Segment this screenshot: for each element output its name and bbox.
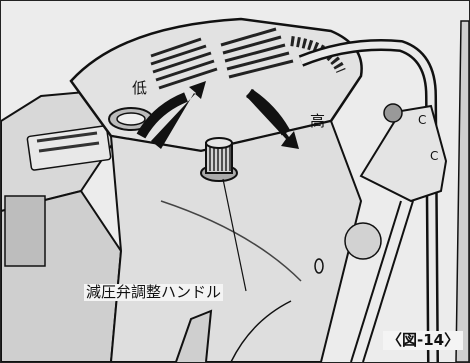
leader-line [222, 178, 247, 292]
bolt-hole [314, 258, 324, 274]
filler-cap-hole [116, 112, 146, 126]
cooling-vents [150, 27, 294, 90]
body-contour [160, 200, 302, 282]
cover-ribs [290, 36, 346, 74]
valve-handle-label: 減圧弁調整ハンドル [84, 283, 224, 301]
hose-lower [175, 309, 213, 362]
cable [230, 300, 292, 362]
knob-knurling [209, 145, 231, 171]
frame-right-edge [455, 20, 469, 362]
bracket-label-c: C [430, 149, 439, 163]
arrow-low-icon [151, 81, 206, 149]
knob-top [205, 137, 233, 149]
pulley [344, 222, 382, 260]
low-label: 低 [132, 79, 148, 97]
nameplate-line [36, 131, 98, 143]
nameplate-line [38, 141, 100, 153]
arrow-high-arc [246, 88, 291, 136]
arrow-low-arc [136, 92, 188, 139]
engine-side-block [4, 195, 46, 267]
bracket-bolt [383, 103, 403, 123]
bracket-label-c: C [418, 113, 427, 127]
figure-number: 〈図-14〉 [383, 331, 464, 350]
control-rod [362, 200, 414, 362]
control-rod [350, 200, 402, 362]
frame-tube-inner [299, 41, 437, 362]
high-label: 高 [310, 112, 326, 130]
